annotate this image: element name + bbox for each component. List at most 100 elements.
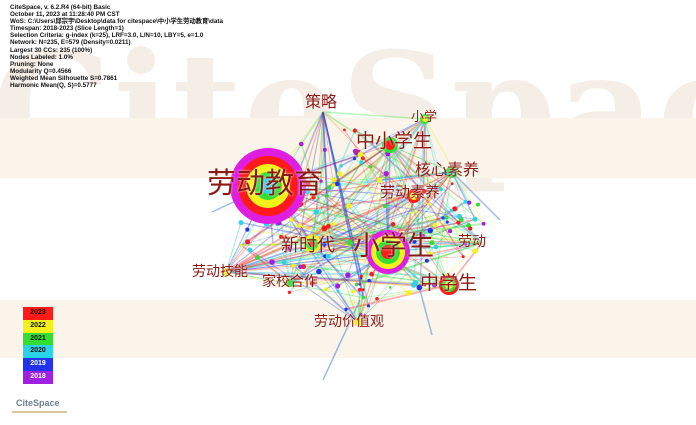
network-node[interactable] [329, 222, 334, 226]
network-node[interactable] [298, 223, 303, 228]
network-node[interactable] [247, 247, 253, 253]
network-node[interactable] [418, 244, 421, 247]
network-node[interactable] [354, 282, 359, 287]
network-node[interactable] [288, 217, 293, 222]
network-node[interactable] [405, 290, 412, 296]
network-node[interactable] [366, 304, 370, 308]
network-node[interactable] [361, 288, 365, 291]
network-node[interactable] [472, 248, 479, 254]
network-node[interactable] [304, 188, 311, 194]
network-node[interactable] [472, 216, 478, 222]
network-node[interactable] [359, 312, 363, 317]
network-node[interactable] [376, 177, 383, 183]
network-node[interactable] [407, 238, 411, 242]
network-node[interactable] [481, 221, 486, 226]
network-node[interactable] [324, 287, 329, 292]
network-node[interactable] [416, 284, 423, 291]
network-node[interactable] [339, 164, 343, 168]
network-node[interactable] [426, 203, 430, 206]
network-node[interactable] [324, 193, 329, 198]
network-node[interactable] [321, 225, 328, 232]
hub-node-ring[interactable] [385, 140, 395, 150]
network-node[interactable] [424, 258, 429, 263]
network-node[interactable] [319, 179, 323, 183]
network-node[interactable] [420, 234, 426, 239]
network-node[interactable] [433, 244, 439, 250]
hub-node-ring[interactable] [354, 318, 362, 326]
network-node[interactable] [449, 208, 454, 213]
network-node[interactable] [298, 264, 303, 270]
network-node[interactable] [359, 274, 363, 278]
hub-node-ring[interactable] [381, 245, 395, 259]
network-node[interactable] [417, 253, 421, 257]
network-node[interactable] [309, 281, 315, 286]
network-node[interactable] [438, 187, 443, 192]
network-node[interactable] [305, 181, 311, 187]
network-node[interactable] [412, 239, 417, 244]
network-node[interactable] [291, 263, 296, 268]
network-node[interactable] [239, 243, 243, 247]
network-node[interactable] [476, 202, 480, 207]
network-node[interactable] [382, 203, 388, 209]
keyword-label-zhongxuesheng[interactable]: 中学生 [420, 272, 478, 294]
network-node[interactable] [350, 289, 355, 294]
network-node[interactable] [468, 226, 473, 231]
keyword-label-laodong[interactable]: 劳动 [458, 234, 486, 250]
network-node[interactable] [369, 271, 374, 277]
network-node[interactable] [461, 255, 465, 259]
network-node[interactable] [331, 177, 337, 183]
hub-node-ring[interactable] [449, 169, 455, 175]
keyword-label-laodong-jiazhiguan[interactable]: 劳动价值观 [314, 314, 384, 330]
network-node[interactable] [375, 297, 379, 301]
network-node[interactable] [427, 251, 433, 257]
network-node[interactable] [429, 240, 435, 246]
network-node[interactable] [357, 287, 362, 292]
network-node[interactable] [299, 141, 304, 147]
network-node[interactable] [463, 199, 468, 204]
hub-node-ring[interactable] [422, 116, 428, 122]
network-node[interactable] [281, 259, 287, 265]
network-node[interactable] [279, 234, 284, 239]
hub-node-ring[interactable] [222, 268, 230, 276]
hub-node-ring[interactable] [260, 178, 276, 194]
network-node[interactable] [344, 307, 348, 311]
network-node[interactable] [311, 195, 316, 200]
keyword-label-hexin-suyang[interactable]: 核心素养 [415, 160, 480, 179]
network-node[interactable] [390, 222, 396, 227]
network-node[interactable] [297, 238, 301, 242]
hub-node-ring[interactable] [309, 241, 315, 247]
network-node[interactable] [421, 188, 427, 194]
network-node[interactable] [245, 239, 251, 245]
network-node[interactable] [287, 290, 291, 294]
network-node[interactable] [427, 227, 433, 234]
network-node[interactable] [336, 289, 340, 293]
keyword-label-laodong-jineng[interactable]: 劳动技能 [192, 264, 248, 280]
network-node[interactable] [357, 151, 364, 158]
network-node[interactable] [331, 183, 336, 187]
network-node[interactable] [313, 209, 320, 215]
hub-node-ring[interactable] [445, 281, 453, 289]
network-node[interactable] [464, 242, 467, 246]
network-node[interactable] [321, 241, 327, 247]
network-node[interactable] [255, 255, 260, 260]
network-node[interactable] [343, 128, 346, 132]
network-node[interactable] [361, 156, 365, 161]
network-node[interactable] [444, 215, 449, 220]
network-node[interactable] [367, 278, 371, 283]
network-node[interactable] [347, 239, 353, 246]
network-node[interactable] [456, 220, 461, 225]
network-node[interactable] [410, 282, 417, 288]
network-node[interactable] [450, 182, 454, 186]
network-node[interactable] [433, 185, 438, 190]
network-node[interactable] [346, 203, 352, 209]
network-node[interactable] [458, 217, 464, 223]
network-node[interactable] [326, 185, 331, 190]
network-node[interactable] [336, 171, 342, 177]
keyword-label-jiaxiao-hezuo[interactable]: 家校合作 [262, 274, 318, 290]
network-node[interactable] [345, 272, 351, 278]
keyword-label-xinshidai[interactable]: 新时代 [281, 235, 335, 256]
network-node[interactable] [445, 220, 449, 224]
network-node[interactable] [354, 151, 359, 156]
network-node[interactable] [388, 286, 392, 289]
